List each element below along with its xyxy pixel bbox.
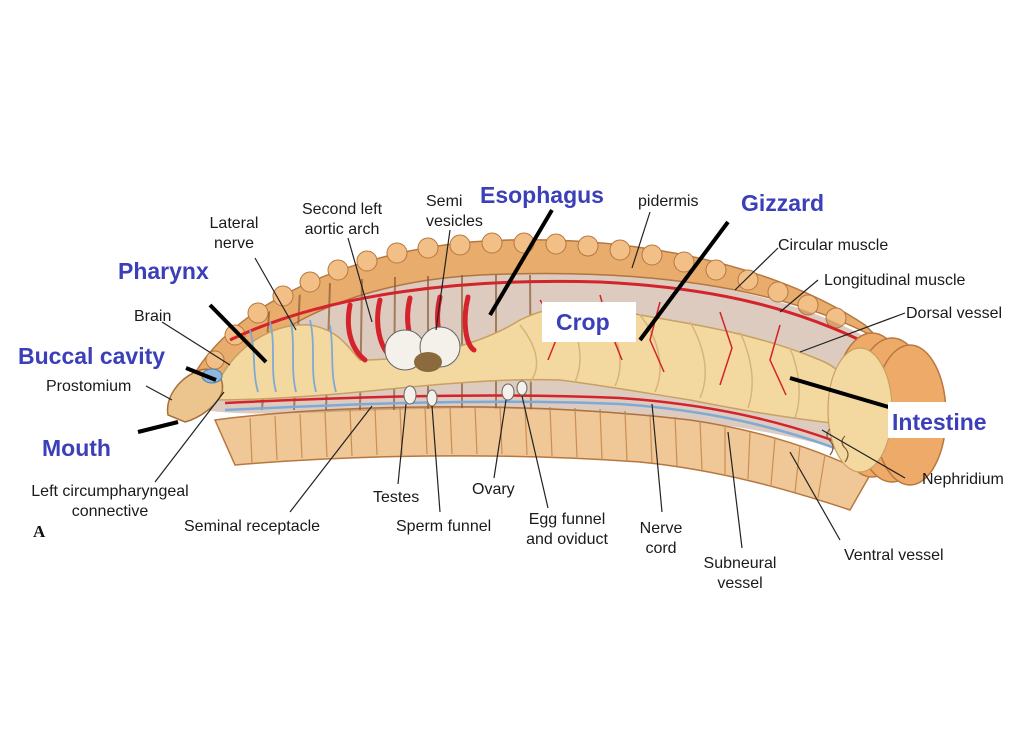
pharynx-label: Pharynx bbox=[118, 258, 209, 284]
sperm-funnel-label: Sperm funnel bbox=[396, 518, 491, 535]
lateral-nerve-label-1: Lateral bbox=[210, 215, 259, 232]
crop-label: Crop bbox=[556, 309, 610, 335]
intestine-label: Intestine bbox=[892, 409, 987, 435]
seminal-vesicles-label-1: Semi bbox=[426, 193, 462, 210]
subneural-vessel-label-2: vessel bbox=[717, 575, 762, 592]
esophagus-label: Esophagus bbox=[480, 182, 604, 208]
seminal-vesicles-label-2: vesicles bbox=[426, 213, 483, 230]
panel-letter: A bbox=[33, 522, 46, 541]
circumpharyngeal-label-1: Left circumpharyngeal bbox=[31, 483, 188, 500]
ovary-label: Ovary bbox=[472, 481, 515, 498]
nerve-cord-label-2: cord bbox=[645, 540, 676, 557]
lateral-nerve-label-2: nerve bbox=[214, 235, 254, 252]
nerve-cord-label-1: Nerve bbox=[640, 520, 683, 537]
circumpharyngeal-label-2: connective bbox=[72, 503, 149, 520]
epidermis-label: pidermis bbox=[638, 193, 698, 210]
aortic-arch-label-2: aortic arch bbox=[305, 221, 380, 238]
prostomium-label: Prostomium bbox=[46, 378, 131, 395]
buccal-cavity-label: Buccal cavity bbox=[18, 343, 165, 369]
dorsal-vessel-label: Dorsal vessel bbox=[906, 305, 1002, 322]
ventral-vessel-label: Ventral vessel bbox=[844, 547, 944, 564]
nephridium-label: Nephridium bbox=[922, 471, 1004, 488]
posterior-section bbox=[828, 348, 892, 472]
brain-label: Brain bbox=[134, 308, 171, 325]
aortic-arch-label-1: Second left bbox=[302, 201, 383, 218]
longitudinal-muscle-label: Longitudinal muscle bbox=[824, 272, 966, 289]
egg-funnel-label-1: Egg funnel bbox=[529, 511, 606, 528]
mouth-label: Mouth bbox=[42, 435, 111, 461]
gizzard-label: Gizzard bbox=[741, 190, 824, 216]
subneural-vessel-label-1: Subneural bbox=[704, 555, 777, 572]
testes-label: Testes bbox=[373, 489, 419, 506]
seminal-receptacle-label: Seminal receptacle bbox=[184, 518, 320, 535]
egg-funnel-label-2: and oviduct bbox=[526, 531, 608, 548]
circular-muscle-label: Circular muscle bbox=[778, 237, 888, 254]
